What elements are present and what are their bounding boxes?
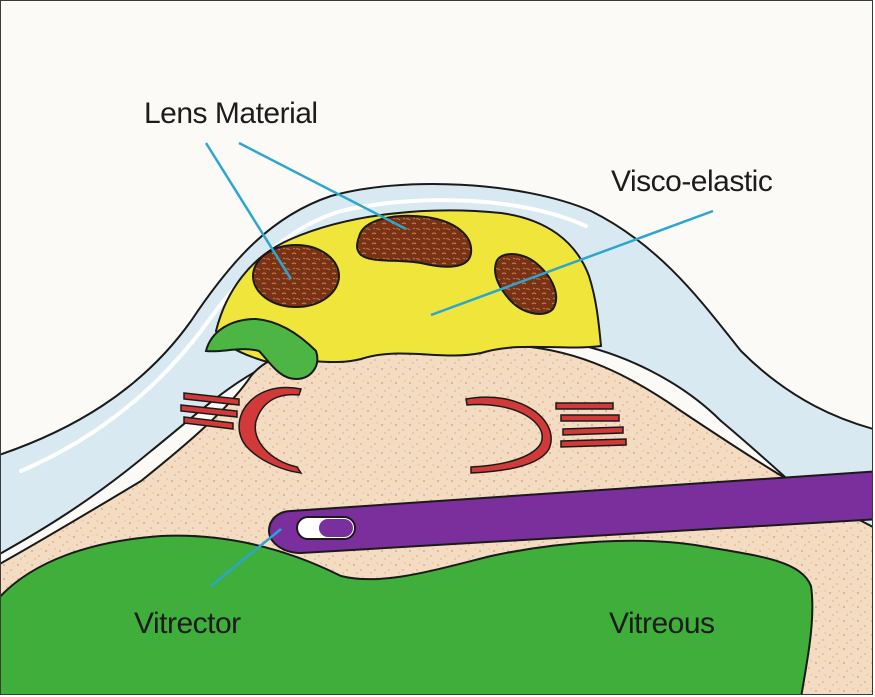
label-vitrector: Vitrector xyxy=(134,607,241,640)
label-vitreous: Vitreous xyxy=(609,607,715,640)
label-visco-elastic: Visco-elastic xyxy=(611,165,773,198)
lens-fragment-1 xyxy=(253,245,339,307)
label-lens-material: Lens Material xyxy=(144,97,318,130)
